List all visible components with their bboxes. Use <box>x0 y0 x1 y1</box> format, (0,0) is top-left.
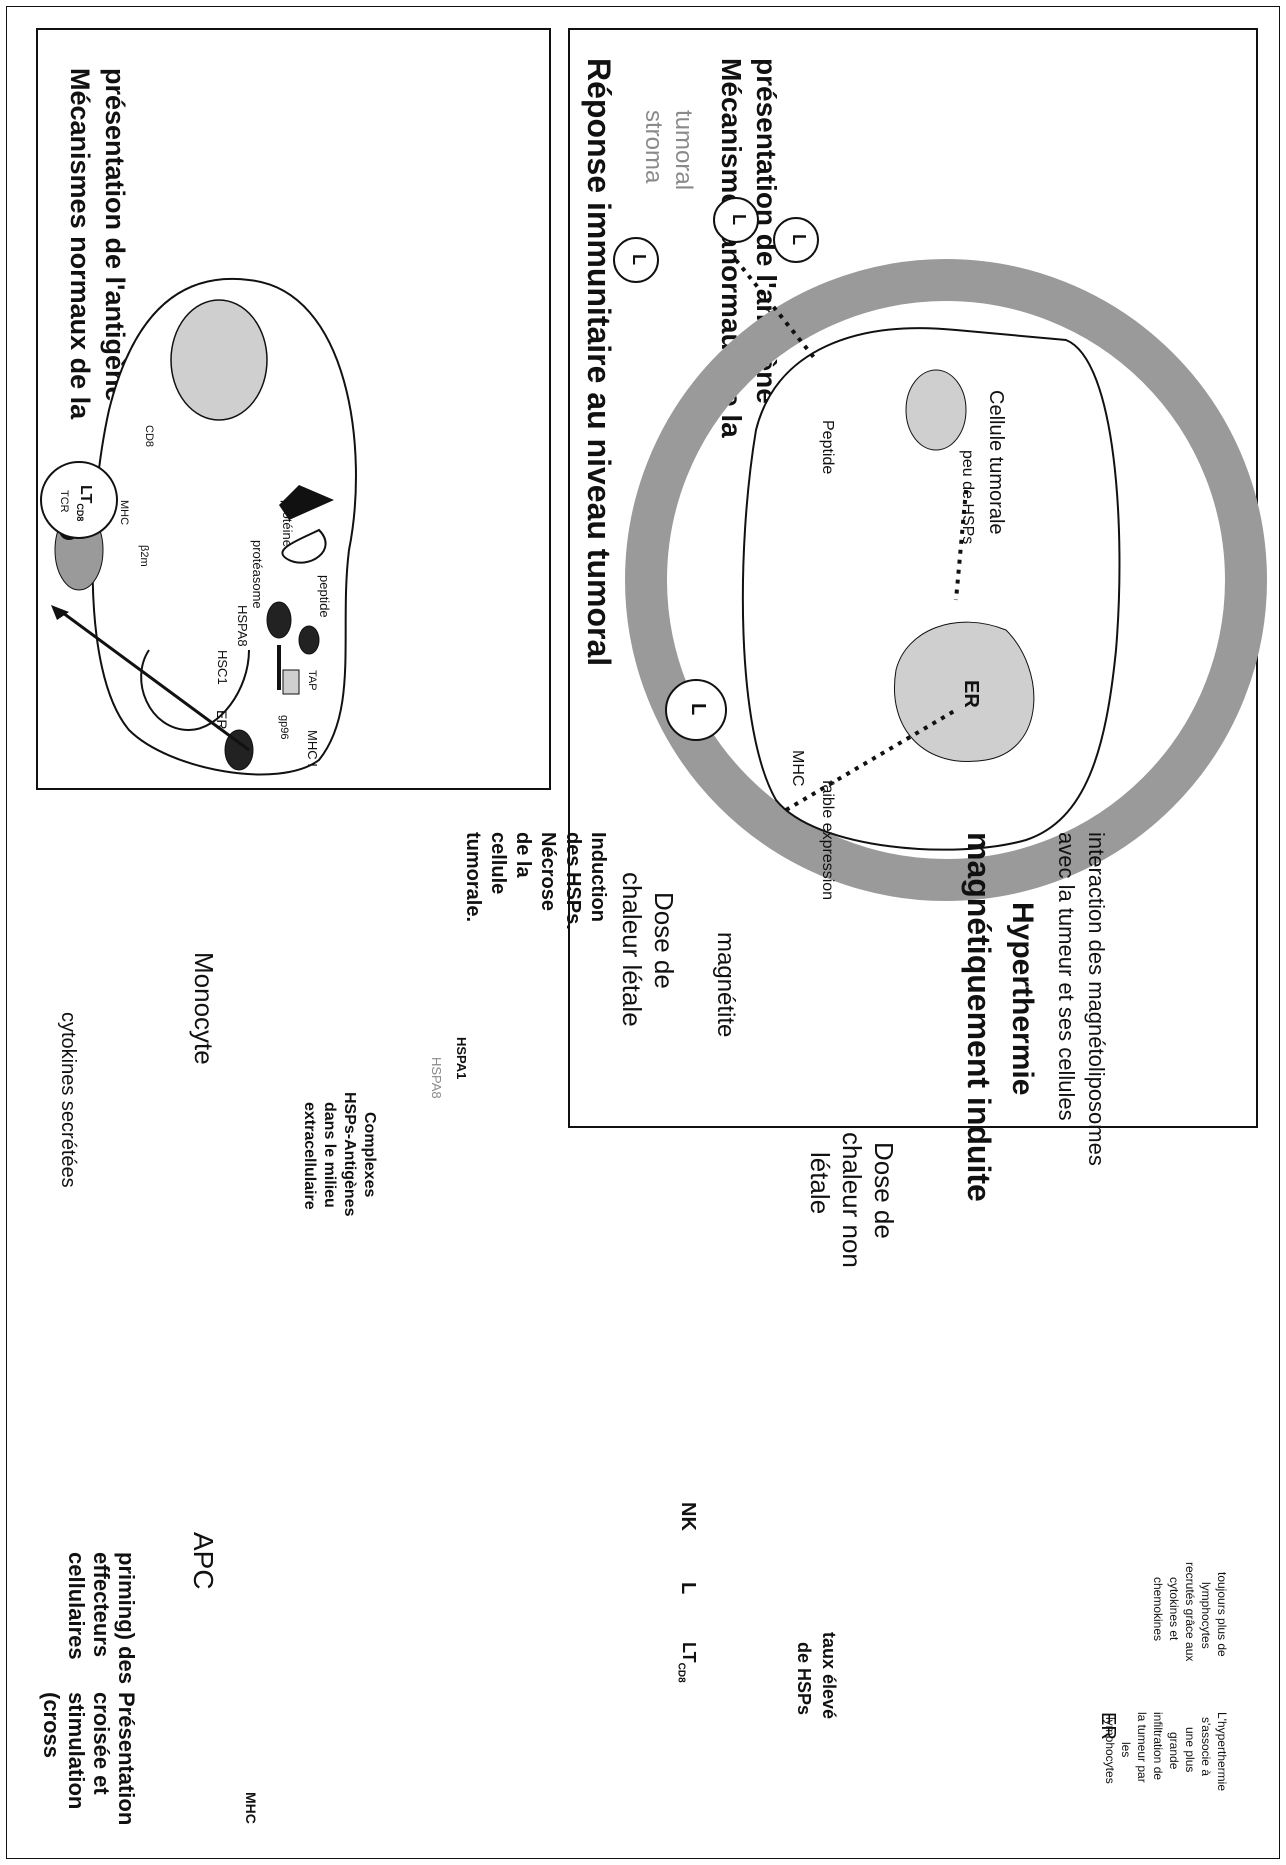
hyper-presentation-3: (cross <box>39 1692 64 1759</box>
hyper-toujours-4: chemokines <box>1151 1577 1165 1642</box>
hyper-toujours-3: cytokines et <box>1167 1577 1181 1641</box>
tumor-peu-hsps: peu de HSPs <box>959 450 976 545</box>
hyper-induction-4: cellule <box>487 832 509 895</box>
hyper-note-4: infiltration de <box>1151 1712 1165 1781</box>
hyper-presentation-2: stimulation <box>64 1692 89 1810</box>
panel-hyperthermia: interaction des magnétoliposomes avec la… <box>28 812 1258 1852</box>
hyper-taux-2: de HSPs <box>794 1642 814 1716</box>
hyper-lt: LTCD8 <box>675 1642 699 1683</box>
hyper-lt-label: LT <box>679 1642 699 1663</box>
hyper-taux-1: taux élevé <box>819 1632 839 1720</box>
hyper-note-3: grande <box>1167 1732 1181 1770</box>
hyper-presentation-0: Présentation <box>114 1692 139 1826</box>
hyper-toujours-2: recrutés grâce aux <box>1183 1562 1197 1662</box>
hyper-induction-1: des HSPs. <box>562 832 584 930</box>
hyper-nk: NK <box>677 1502 699 1531</box>
hyper-toujours-1: lymphocytes <box>1199 1582 1213 1649</box>
hyper-complexes-2: dans le milieu <box>321 1102 338 1208</box>
hyper-induction-5: tumorale. <box>462 832 484 923</box>
hyper-induction-2: Nécrose <box>537 832 559 911</box>
hyper-hspa8: HSPA8 <box>429 1057 444 1099</box>
tumor-er: ER <box>960 680 982 708</box>
hyper-hspa1: HSPA1 <box>454 1037 469 1080</box>
hyper-presentation-6: cellulaires <box>64 1552 89 1660</box>
hyper-mhc: MHC <box>243 1792 259 1824</box>
tumor-cell-label: Cellule tumorale <box>985 390 1007 535</box>
tumor-drawing <box>613 197 1267 901</box>
hyper-apc: APC <box>188 1532 219 1590</box>
hyper-dose-nonletale-3: létale <box>805 1152 835 1215</box>
hyper-note-6: les <box>1119 1742 1133 1758</box>
hyper-note-2: une plus <box>1183 1727 1197 1773</box>
hyper-note-0: L'hyperthermie <box>1215 1712 1229 1791</box>
hyper-toujours-0: toujours plus de <box>1215 1572 1229 1657</box>
hyper-interaction-line1: interaction des magnétoliposomes <box>1084 832 1109 1166</box>
hyper-induction-3: de la <box>512 832 534 878</box>
tumor-l2: L <box>629 254 649 265</box>
tumor-mhc: MHC <box>789 750 806 787</box>
hyper-dose-letale-2: chaleur létale <box>617 872 647 1027</box>
hyper-complexes-3: extracellulaire <box>301 1102 318 1210</box>
hyper-title-line1: Hyperthermie <box>1006 902 1039 1096</box>
hyper-complexes-0: Complexes <box>361 1112 378 1198</box>
hyper-magnetite: magnétite <box>712 932 739 1038</box>
panel-normal-mechanisms: Mécanismes normaux de la présentation de… <box>36 28 551 790</box>
hyper-dose-nonletale-2: chaleur non <box>837 1132 867 1268</box>
hyper-presentation-5: effecteurs <box>89 1552 114 1658</box>
tumor-peptide: Peptide <box>819 420 836 475</box>
panel-tumor-response: Réponse immunitaire au niveau tumoral Mé… <box>568 28 1267 1128</box>
hyper-complexes-1: HSPs-Antigènes <box>341 1092 358 1217</box>
tumor-l1: L <box>687 703 709 716</box>
tumor-l3: L <box>729 214 749 225</box>
hyper-title-line2: magnétiquement induite <box>961 832 997 1202</box>
normal-cell-drawing <box>40 277 357 776</box>
hyper-note-1: s'associe à <box>1199 1717 1213 1776</box>
hyper-note-7: lymphocytes <box>1103 1717 1117 1784</box>
hyper-interaction-line2: avec la tumeur et ses cellules <box>1054 832 1079 1121</box>
hyper-note-5: la tumeur par <box>1135 1712 1149 1783</box>
hyper-l: L <box>677 1582 699 1595</box>
hyper-induction-0: Induction <box>587 832 609 922</box>
hyper-monocyte: Monocyte <box>189 952 219 1065</box>
hyper-dose-letale-1: Dose de <box>649 892 679 989</box>
hyper-cytokines: cytokines secrétées <box>57 1012 79 1188</box>
hyper-presentation-4: priming) des <box>114 1552 139 1685</box>
hyper-presentation-1: croisée et <box>89 1692 114 1795</box>
hyper-dose-nonletale-1: Dose de <box>869 1142 899 1239</box>
hyper-lt-sub: CD8 <box>675 1662 687 1683</box>
tumor-l4: L <box>789 234 809 245</box>
